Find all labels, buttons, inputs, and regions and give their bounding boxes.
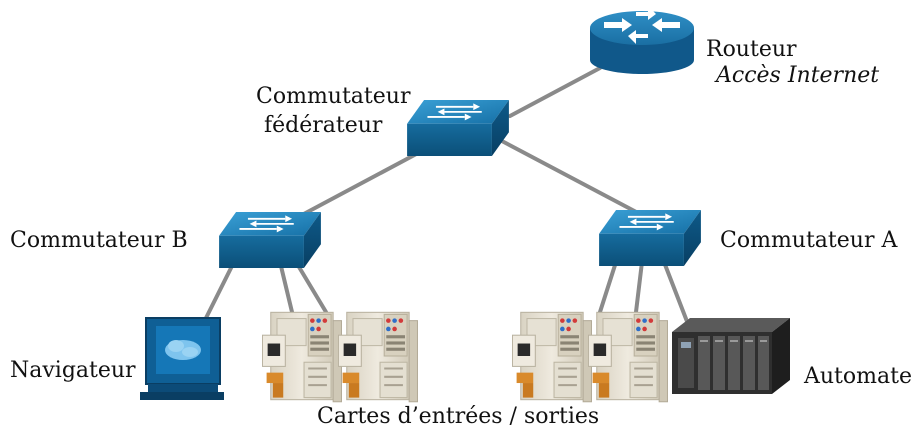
network-switch-icon — [598, 210, 702, 266]
link-router-federator — [508, 66, 602, 118]
link-switch-a-plc — [662, 260, 690, 326]
link-federator-switch-b — [298, 150, 422, 218]
federator-switch-label-line2: fédérateur — [264, 113, 383, 138]
link-federator-switch-a — [498, 138, 642, 216]
switch-b-label: Commutateur B — [10, 228, 188, 253]
io-module-icon — [588, 311, 669, 403]
network-switch-icon — [218, 212, 322, 268]
browser-label: Navigateur — [10, 358, 136, 383]
io-module-icon — [338, 311, 419, 403]
network-links — [204, 66, 690, 326]
link-switch-b-browser — [204, 260, 236, 320]
computer-terminal-icon — [140, 317, 224, 400]
io-cards-label: Cartes d’entrées / sorties — [317, 404, 600, 429]
io-module-icon — [262, 311, 343, 403]
link-switch-b-io-1 — [278, 260, 294, 314]
router-label: Routeur — [706, 37, 797, 62]
router-icon — [590, 6, 694, 74]
plc-label: Automate — [804, 364, 912, 389]
router-sublabel: Accès Internet — [716, 63, 880, 88]
network-switch-icon — [406, 100, 510, 156]
link-switch-b-io-2 — [294, 260, 328, 314]
link-switch-a-io-3 — [598, 260, 618, 314]
federator-switch-label-line1: Commutateur — [256, 84, 411, 109]
link-switch-a-io-4 — [634, 260, 644, 314]
io-module-icon — [512, 311, 593, 403]
plc-rack-icon — [672, 318, 790, 394]
switch-a-label: Commutateur A — [720, 228, 898, 253]
